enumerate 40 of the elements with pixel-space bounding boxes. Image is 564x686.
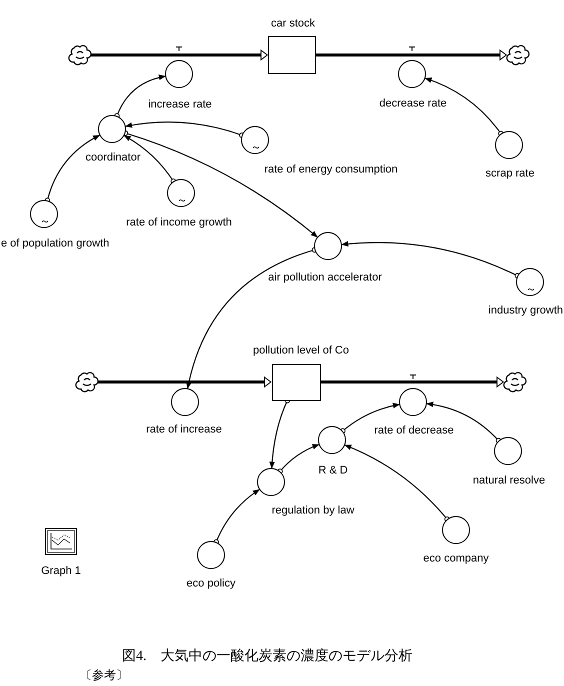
link-arrow (341, 241, 520, 278)
link-arrow (124, 135, 176, 184)
cloud-source (68, 44, 92, 66)
variable-label: eco policy (186, 578, 236, 590)
link-arrow (122, 130, 318, 238)
variable-label: regulation by law (272, 504, 354, 518)
link-arrow (344, 444, 450, 522)
link-arrow (426, 402, 502, 444)
link-arrow (213, 489, 260, 545)
flow-pipe (320, 376, 504, 388)
variable-label: rate of increase (146, 424, 222, 436)
variable-label: industry growth (488, 304, 563, 318)
link-arrow (114, 74, 166, 119)
variable-label: rate of income growth (126, 216, 232, 230)
variable-label: car stock (271, 18, 315, 30)
variable-label: rate of energy consumption (264, 164, 398, 176)
flow-pipe (91, 50, 268, 60)
variable-label: natural resolve (472, 474, 546, 488)
variable-label: scrap rate (486, 168, 534, 180)
variable-label: rate of decrease (374, 424, 454, 438)
variable-label: e of population growth (1, 238, 110, 250)
graph-label: Graph 1 (41, 564, 81, 579)
cloud-source (506, 44, 530, 66)
figure-caption: 図4. 大気中の一酸化炭素の濃度のモデル分析 (122, 647, 412, 666)
variable-label: pollution level of Co (253, 344, 349, 358)
cloud-source (503, 371, 527, 393)
link-arrow (424, 78, 504, 136)
variable-label: decrease rate (379, 98, 447, 110)
link-arrow (340, 402, 400, 434)
variable-label: increase rate (148, 98, 212, 112)
variable-label: R & D (318, 464, 348, 478)
flow-pipe (98, 376, 272, 388)
flow-pipe (316, 50, 507, 60)
variable-label: air pollution accelerator (268, 272, 382, 284)
link-arrow (277, 444, 320, 474)
note-label: 〔参考〕 (80, 667, 128, 684)
variable-label: eco company (423, 552, 489, 566)
variable-label: coordinator (85, 152, 141, 164)
cloud-source (75, 371, 99, 393)
link-arrow (125, 122, 245, 138)
